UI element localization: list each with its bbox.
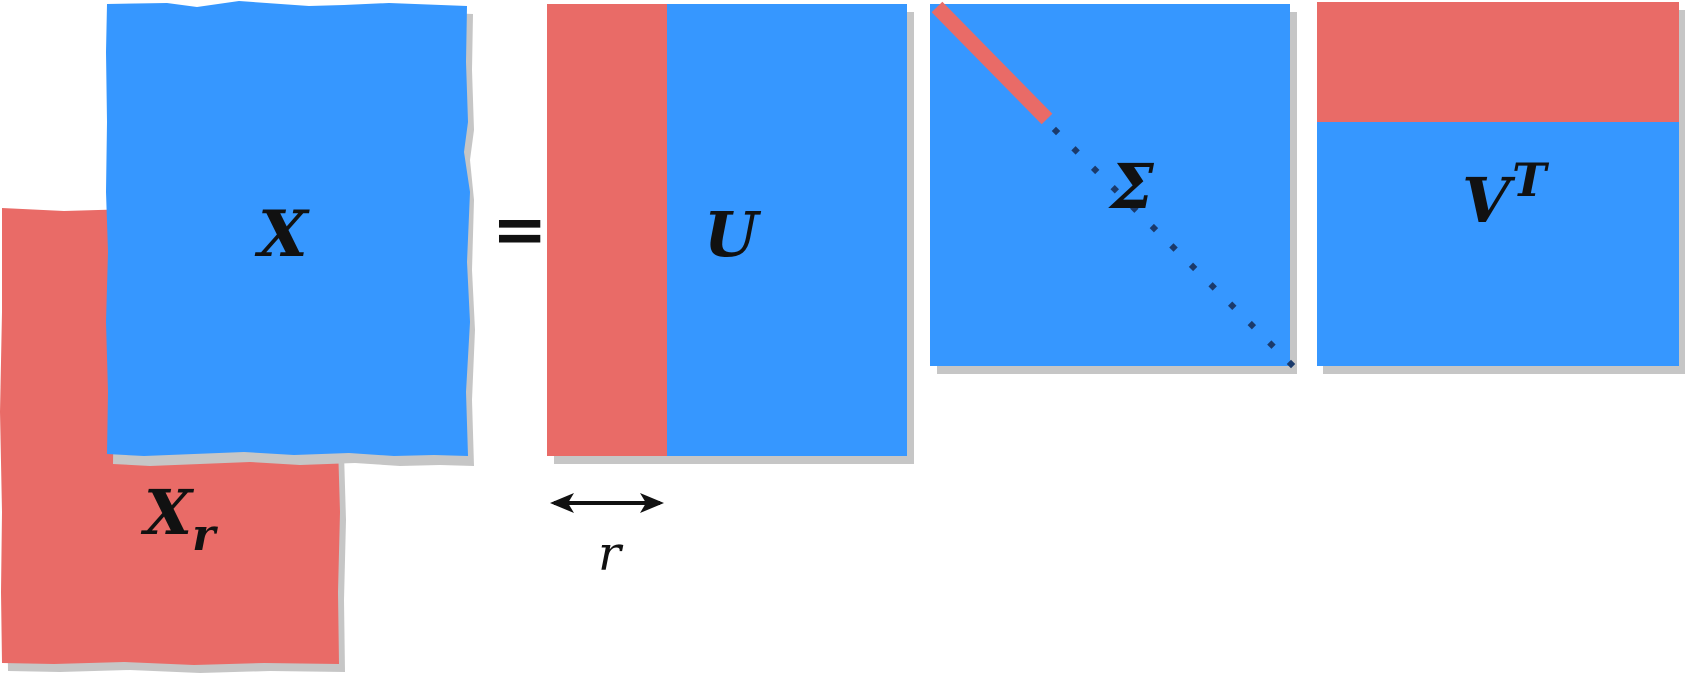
matrix-sigma-label: Σ — [1108, 150, 1155, 223]
sigma-diagonal-dot — [1247, 320, 1257, 330]
matrix-x-body — [106, 1, 470, 456]
matrix-u-truncated-columns — [547, 4, 667, 456]
sigma-diagonal-dot — [1208, 282, 1217, 291]
equals-sign: = — [492, 191, 547, 268]
matrix-x-label: X — [254, 197, 310, 272]
matrix-sigma: Σ — [930, 1, 1297, 374]
rank-r-indicator: r — [550, 493, 664, 582]
sigma-diagonal-dot — [1267, 340, 1276, 349]
sigma-diagonal-dot — [1286, 359, 1296, 369]
sigma-diagonal-dot — [1188, 262, 1198, 272]
matrix-vt-label: VT — [1462, 153, 1550, 237]
sigma-truncated-diagonal — [931, 1, 1053, 125]
matrix-u-label: U — [704, 198, 762, 271]
matrix-x: X — [106, 1, 475, 466]
matrix-xr-label: Xr — [140, 476, 218, 561]
rank-r-label: r — [598, 526, 624, 582]
matrix-vt-truncated-rows — [1317, 2, 1679, 122]
matrix-vt: VT — [1317, 2, 1685, 374]
matrix-u: U — [547, 4, 914, 464]
sigma-diagonal-dot — [1228, 301, 1237, 310]
